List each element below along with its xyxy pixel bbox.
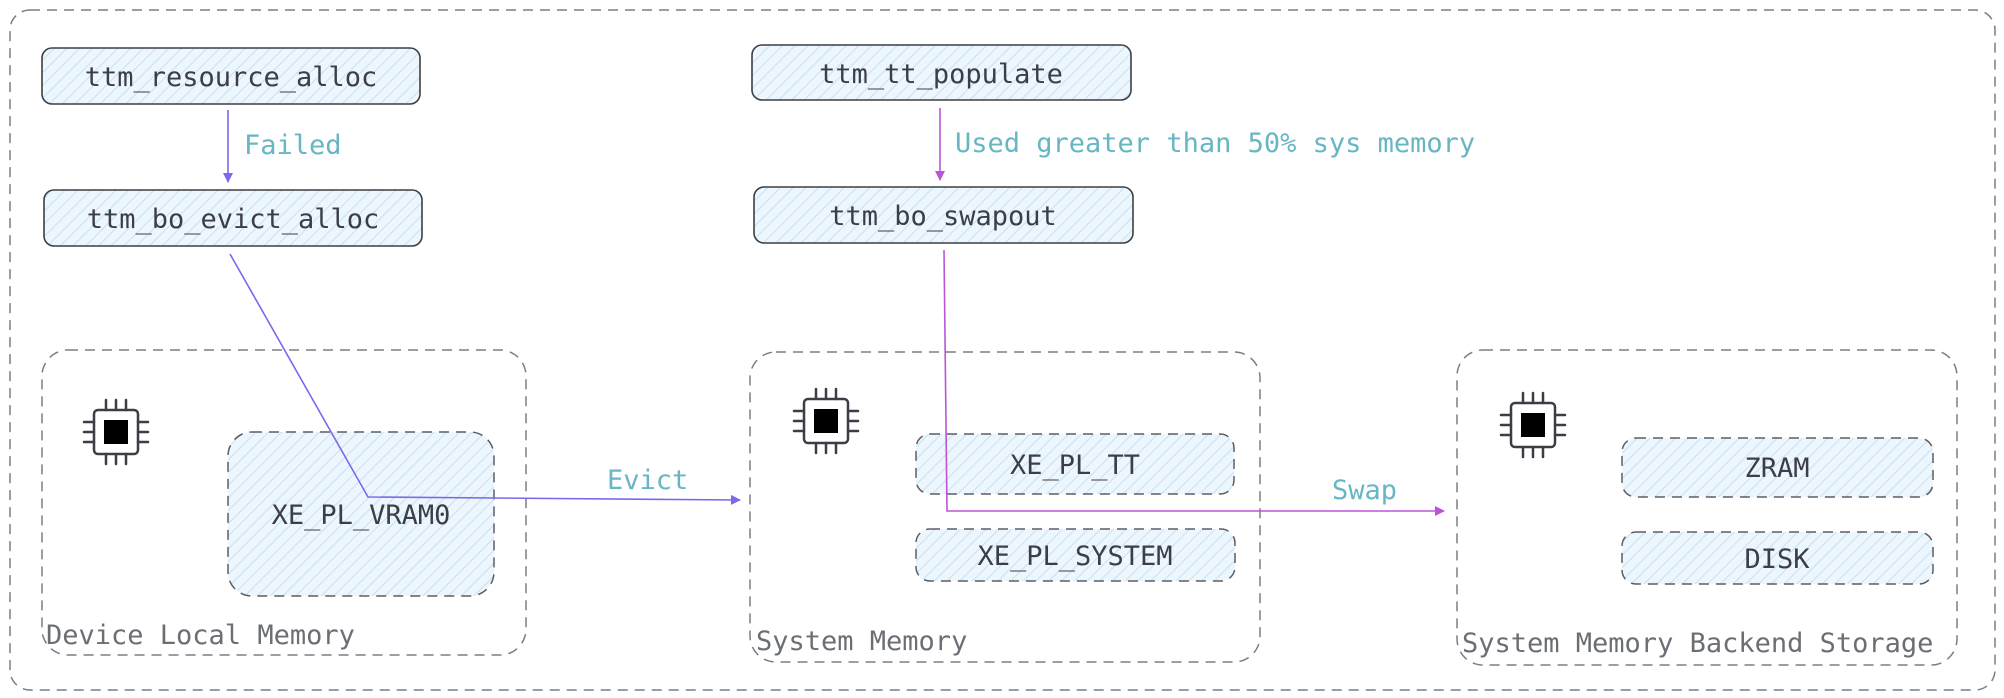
evict-arrow: [229, 253, 741, 505]
swap-edge-label: Swap: [1332, 475, 1397, 506]
used-greater-edge-label: Used greater than 50% sys memory: [955, 128, 1475, 159]
backend-storage-label: System Memory Backend Storage: [1462, 628, 1933, 659]
storage-disk-label: DISK: [1744, 544, 1810, 575]
failed-edge-label: Failed: [244, 130, 342, 161]
device-local-memory-group: [41, 349, 527, 656]
chip-icon: [1499, 391, 1567, 459]
placement-vram0-label: XE_PL_VRAM0: [272, 500, 451, 531]
tt-populate-box: [751, 44, 1132, 101]
storage-disk-box: [1621, 531, 1934, 585]
chip-icon: [792, 387, 860, 455]
placement-tt-box: [915, 433, 1235, 495]
swap-arrow: [943, 249, 1445, 516]
placement-system-box: [915, 528, 1236, 582]
placement-tt-label: XE_PL_TT: [1010, 450, 1140, 481]
system-memory-group: [749, 351, 1261, 663]
placement-vram0-box: [227, 431, 495, 597]
storage-zram-label: ZRAM: [1744, 453, 1809, 484]
evict-edge-label: Evict: [607, 465, 688, 496]
bo-swapout-label: ttm_bo_swapout: [829, 201, 1057, 232]
bo-evict-alloc-label: ttm_bo_evict_alloc: [87, 204, 380, 235]
device-local-memory-label: Device Local Memory: [46, 620, 355, 651]
system-memory-label: System Memory: [756, 626, 967, 657]
resource-alloc-box: [41, 47, 421, 105]
placement-system-label: XE_PL_SYSTEM: [977, 541, 1172, 572]
resource-alloc-label: ttm_resource_alloc: [85, 62, 378, 93]
bo-swapout-box: [753, 186, 1134, 244]
storage-zram-box: [1621, 437, 1934, 498]
tt-populate-label: ttm_tt_populate: [819, 59, 1063, 90]
bo-evict-alloc-box: [43, 189, 423, 247]
backend-storage-group: [1456, 349, 1958, 666]
outer-frame: [9, 9, 1996, 691]
chip-icon: [82, 398, 150, 466]
